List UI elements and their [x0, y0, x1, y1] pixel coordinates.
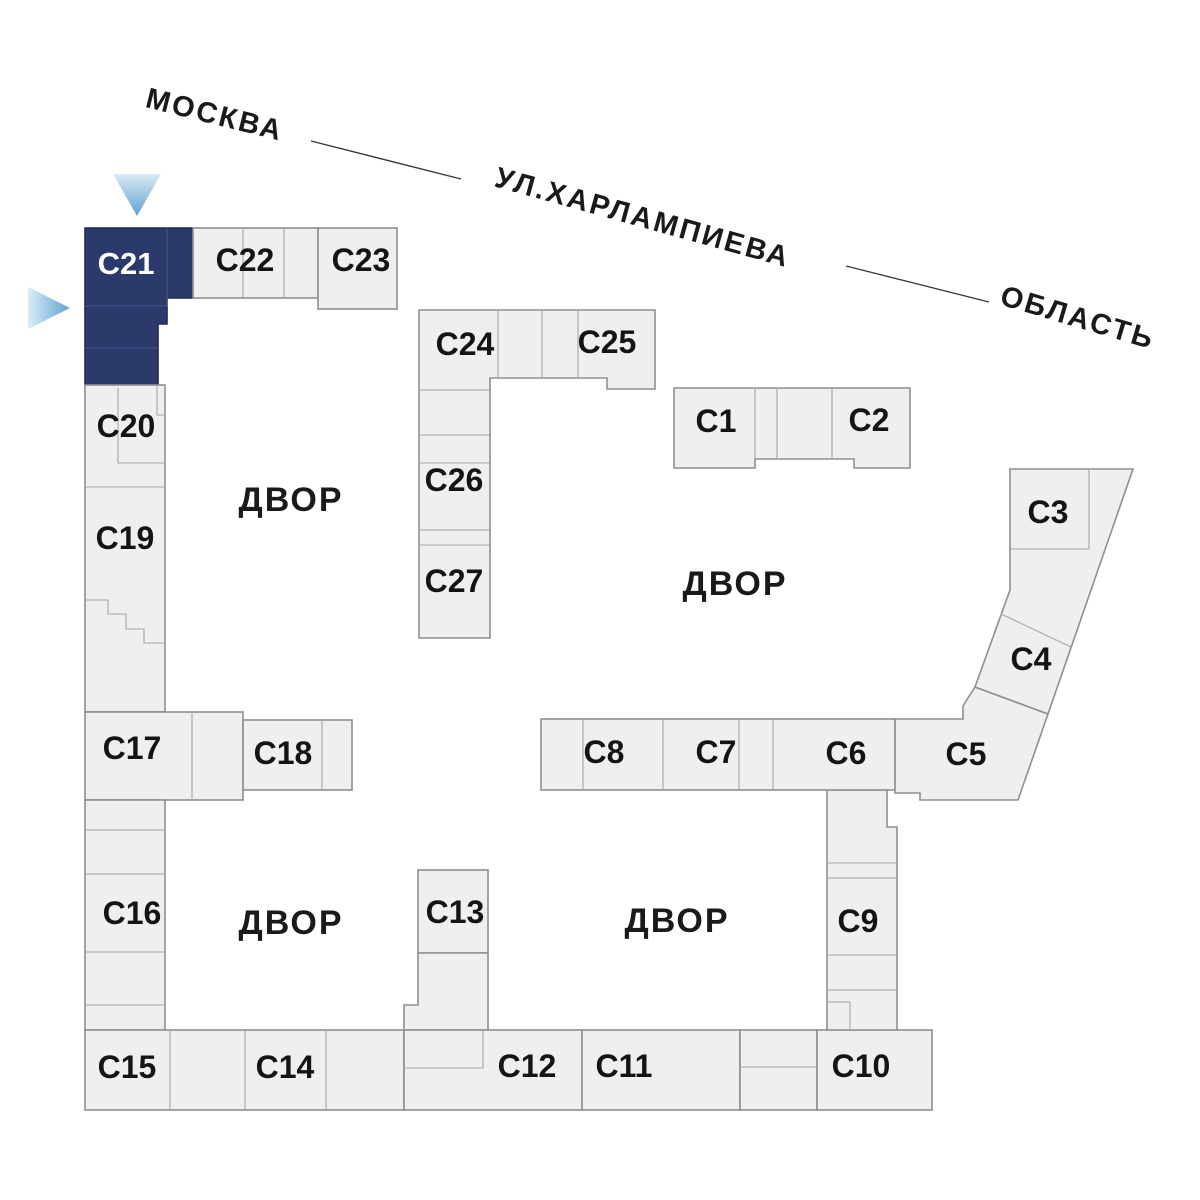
building-c26-label: С26	[425, 462, 484, 498]
building-c13-stem-shape[interactable]	[403, 952, 489, 1031]
building-row-section[interactable]	[739, 1029, 818, 1111]
building-c1-c2-shape[interactable]	[673, 387, 911, 469]
building-c13[interactable]: С13	[403, 869, 489, 1031]
building-c16-shape[interactable]	[84, 799, 166, 1031]
building-c12[interactable]: С12	[403, 1029, 583, 1111]
building-c21-sections	[85, 228, 168, 349]
courtyard-label-top-left: ДВОР	[238, 481, 343, 519]
building-c8-c7-c6-row[interactable]: С8 С7 С6	[540, 718, 896, 791]
building-c23-shape[interactable]	[317, 227, 398, 310]
building-c11-label: С11	[596, 1048, 653, 1084]
building-c21-label: С21	[98, 246, 155, 281]
building-c1-c2-sections	[754, 388, 833, 459]
building-c23-label: С23	[332, 242, 391, 278]
city-label: МОСКВА	[143, 83, 287, 148]
building-c16-label: С16	[103, 895, 162, 931]
building-c24-c27-block[interactable]: С24 С25 С26 С27	[418, 309, 656, 639]
building-c17-label: С17	[103, 730, 162, 766]
building-c8-label: С8	[584, 734, 625, 770]
building-c12-shape[interactable]	[403, 1029, 583, 1111]
building-c15-label: С15	[98, 1049, 157, 1085]
building-c18[interactable]: С18	[242, 719, 353, 791]
building-c9-label: С9	[838, 903, 879, 939]
building-c24-c27-shape[interactable]	[418, 309, 656, 639]
building-c5-shape[interactable]	[894, 686, 1050, 801]
arrow-right-icon	[28, 287, 70, 329]
building-c2-label: С2	[849, 402, 890, 438]
building-c15-c14-sections	[169, 1030, 327, 1110]
building-c8-c7-c6-sections	[582, 719, 774, 790]
building-c22-sections	[242, 228, 285, 298]
building-c20-c19-sections	[85, 385, 165, 644]
building-c1-label: С1	[696, 403, 737, 439]
building-c17[interactable]: С17	[84, 711, 244, 801]
building-c3-c4-sections	[1000, 469, 1090, 648]
building-c18-label: С18	[254, 735, 313, 771]
courtyard-label-bottom-right: ДВОР	[624, 902, 729, 940]
building-c24-c27-sections	[419, 310, 579, 546]
building-c16-strip[interactable]: С16	[84, 799, 166, 1031]
building-c3-c4-shape[interactable]	[973, 468, 1135, 716]
courtyard-label-bottom-left: ДВОР	[238, 904, 343, 942]
building-c4-label: С4	[1011, 641, 1052, 677]
building-c22-label: С22	[216, 242, 275, 278]
building-c20-c19-strip[interactable]: С20 С19	[84, 384, 166, 713]
building-c5[interactable]: С5	[894, 686, 1050, 801]
building-c13-label: С13	[426, 894, 485, 930]
courtyard-label-top-right: ДВОР	[682, 565, 787, 603]
building-c20-c19-shape[interactable]	[84, 384, 166, 713]
street-line-1	[310, 140, 462, 180]
building-c25-label: С25	[578, 324, 637, 360]
building-c10[interactable]: С10	[816, 1029, 933, 1111]
building-c9[interactable]: С9	[826, 789, 898, 1031]
building-c12-sections	[404, 1030, 484, 1069]
building-c10-shape[interactable]	[816, 1029, 933, 1111]
building-c8-c7-c6-shape[interactable]	[540, 718, 896, 791]
building-c3-label: С3	[1028, 494, 1069, 530]
building-c13-shape[interactable]	[417, 869, 489, 954]
building-c21[interactable]: С21	[84, 227, 194, 386]
arrow-layer	[28, 174, 161, 329]
building-c1-c2-bar[interactable]: С1 С2	[673, 387, 911, 469]
building-row-section-shape[interactable]	[739, 1029, 818, 1111]
building-c10-label: С10	[832, 1048, 891, 1084]
building-c15-c14-row[interactable]: С15 С14	[84, 1029, 405, 1111]
street-line-2	[845, 265, 990, 303]
building-c16-sections	[85, 829, 165, 1006]
street-name-label: УЛ.ХАРЛАМПИЕВА	[491, 162, 794, 274]
building-c27-label: С27	[425, 563, 484, 599]
building-c20-label: С20	[97, 408, 156, 444]
building-c11-shape[interactable]	[581, 1029, 741, 1111]
building-c23[interactable]: С23	[317, 227, 398, 310]
region-label: ОБЛАСТЬ	[997, 280, 1159, 356]
building-c9-sections	[827, 862, 897, 1030]
building-c12-label: С12	[498, 1048, 557, 1084]
building-c14-label: С14	[256, 1049, 315, 1085]
building-c11[interactable]: С11	[581, 1029, 741, 1111]
building-c7-label: С7	[696, 734, 737, 770]
building-c24-label: С24	[436, 326, 495, 362]
courtyard-layer: ДВОР ДВОР ДВОР ДВОР	[238, 481, 787, 942]
buildings-layer: С21 С22 С23 С20 С19 С17	[84, 227, 1135, 1111]
building-c22[interactable]: С22	[192, 227, 319, 299]
building-c19-label: С19	[96, 520, 155, 556]
building-c3-c4-wing[interactable]: С3 С4	[973, 468, 1135, 716]
building-c5-label: С5	[946, 736, 987, 772]
arrow-down-icon	[113, 174, 161, 216]
building-c6-label: С6	[826, 735, 867, 771]
building-c18-shape[interactable]	[242, 719, 353, 791]
